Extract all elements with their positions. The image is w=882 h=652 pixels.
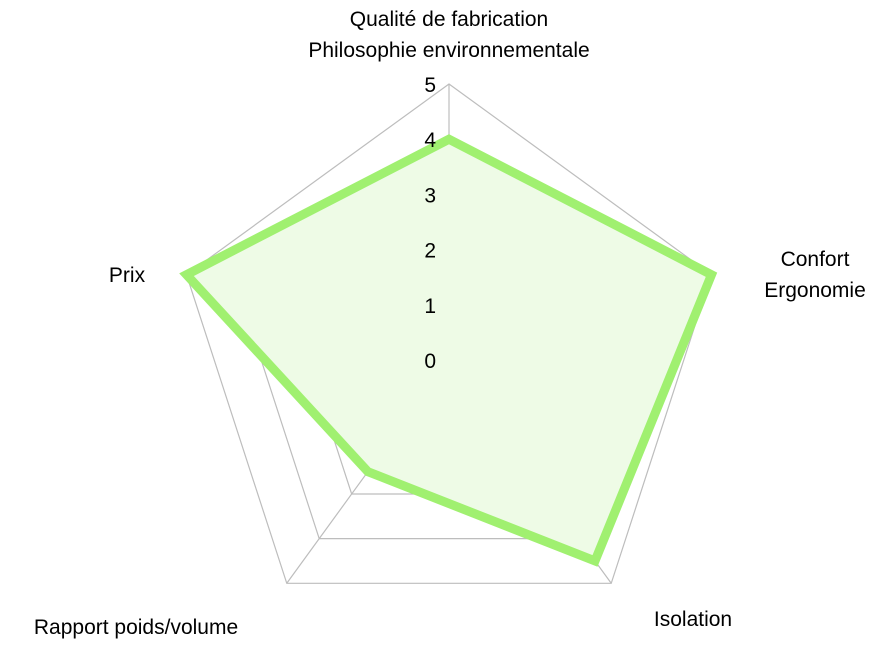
radar-series: [179, 134, 718, 567]
tick-label-4: 4: [424, 129, 436, 152]
tick-label-5: 5: [424, 74, 436, 97]
axis-label-5-line-1: Prix: [109, 264, 146, 287]
tick-label-0: 0: [424, 350, 436, 373]
axis-label-3-line-1: Isolation: [654, 608, 732, 631]
tick-label-1: 1: [424, 295, 436, 318]
grid-ring-5: [185, 83, 713, 584]
axis-label-4-line-1: Rapport poids/volume: [34, 616, 238, 639]
radial-tick-labels: 0 1 2 3 4 5: [424, 74, 436, 373]
axis-label-2-line-1: Confort: [781, 248, 850, 271]
tick-label-2: 2: [424, 240, 436, 263]
axis-label-1-line-2: Philosophie environnementale: [308, 39, 589, 62]
tick-label-3: 3: [424, 184, 436, 207]
axis-label-2-line-2: Ergonomie: [764, 279, 866, 302]
series-1-area: [179, 134, 718, 567]
axis-label-1-line-1: Qualité de fabrication: [350, 8, 548, 31]
